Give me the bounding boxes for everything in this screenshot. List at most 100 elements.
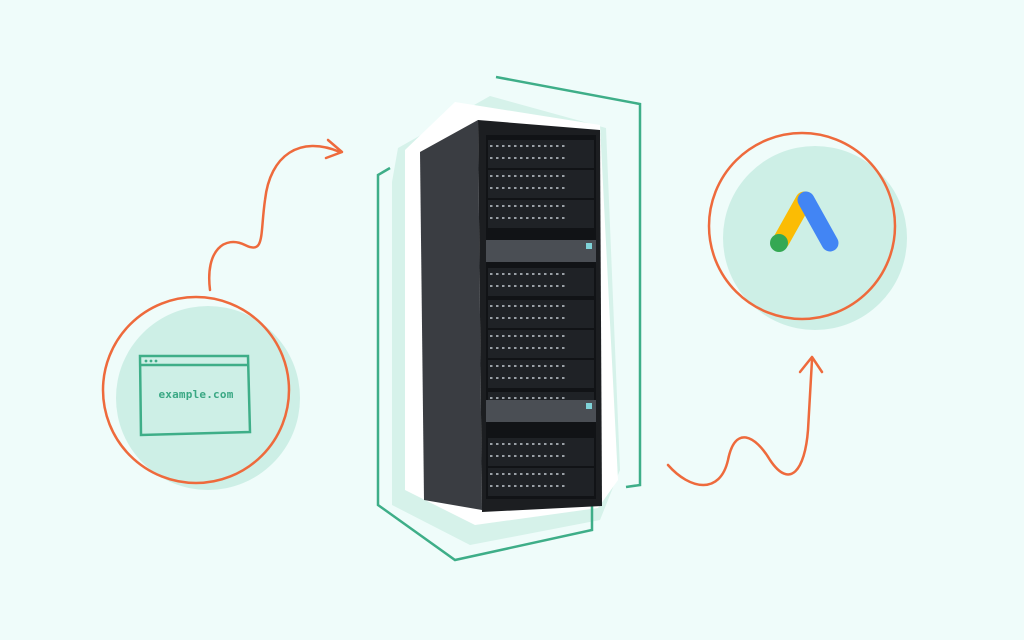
drive-light xyxy=(496,305,499,307)
server-unit xyxy=(488,300,594,328)
drive-light xyxy=(496,285,499,287)
drive-light xyxy=(562,397,565,399)
drive-light xyxy=(538,443,541,445)
drive-light xyxy=(526,347,529,349)
drive-light xyxy=(532,443,535,445)
status-light xyxy=(586,243,592,249)
drive-light xyxy=(490,305,493,307)
drive-light xyxy=(496,175,499,177)
drive-light xyxy=(520,335,523,337)
drive-light xyxy=(562,205,565,207)
drive-light xyxy=(550,455,553,457)
arrow-to-server xyxy=(207,144,342,292)
drive-light xyxy=(556,187,559,189)
drive-light xyxy=(532,335,535,337)
server-unit xyxy=(488,140,594,168)
drive-light xyxy=(556,175,559,177)
drive-light xyxy=(562,305,565,307)
drive-light xyxy=(490,455,493,457)
status-light xyxy=(586,403,592,409)
drive-light xyxy=(562,335,565,337)
drive-light xyxy=(550,397,553,399)
drive-light xyxy=(556,347,559,349)
drive-light xyxy=(508,347,511,349)
drive-light xyxy=(508,187,511,189)
drive-light xyxy=(520,145,523,147)
drive-light xyxy=(526,273,529,275)
drive-light xyxy=(508,455,511,457)
drive-light xyxy=(508,285,511,287)
drive-light xyxy=(502,205,505,207)
drive-light xyxy=(538,145,541,147)
drive-light xyxy=(508,305,511,307)
drive-light xyxy=(550,145,553,147)
drive-light xyxy=(508,377,511,379)
drive-light xyxy=(514,285,517,287)
drive-light xyxy=(556,285,559,287)
drive-light xyxy=(520,273,523,275)
drive-light xyxy=(562,485,565,487)
drive-light xyxy=(550,317,553,319)
browser-window-icon xyxy=(138,354,252,437)
drive-light xyxy=(496,365,499,367)
drive-light xyxy=(520,397,523,399)
arrow-to-ads xyxy=(666,358,814,487)
drive-light xyxy=(538,187,541,189)
drive-light xyxy=(550,305,553,307)
drive-light xyxy=(538,377,541,379)
drive-light xyxy=(490,157,493,159)
drive-light xyxy=(514,473,517,475)
drive-light xyxy=(550,335,553,337)
drive-light xyxy=(496,485,499,487)
drive-light xyxy=(508,175,511,177)
drive-light xyxy=(520,473,523,475)
drive-light xyxy=(508,443,511,445)
drive-light xyxy=(514,205,517,207)
drive-light xyxy=(556,217,559,219)
drive-light xyxy=(526,205,529,207)
drive-light xyxy=(538,473,541,475)
drive-light xyxy=(514,317,517,319)
drive-light xyxy=(496,377,499,379)
drive-light xyxy=(502,473,505,475)
drive-light xyxy=(514,157,517,159)
drive-light xyxy=(562,365,565,367)
drive-light xyxy=(508,365,511,367)
drive-light xyxy=(520,377,523,379)
drive-light xyxy=(508,205,511,207)
drive-light xyxy=(550,205,553,207)
drive-light xyxy=(496,205,499,207)
drive-light xyxy=(520,317,523,319)
drive-light xyxy=(496,157,499,159)
drive-light xyxy=(514,175,517,177)
drive-light xyxy=(544,317,547,319)
drive-light xyxy=(490,473,493,475)
drive-light xyxy=(520,305,523,307)
drive-light xyxy=(562,157,565,159)
drive-light xyxy=(550,285,553,287)
drive-light xyxy=(490,187,493,189)
drive-light xyxy=(538,397,541,399)
drive-light xyxy=(532,145,535,147)
drive-light xyxy=(532,473,535,475)
drive-light xyxy=(538,205,541,207)
drive-light xyxy=(508,335,511,337)
drive-light xyxy=(496,347,499,349)
drive-light xyxy=(502,317,505,319)
drive-light xyxy=(514,365,517,367)
drive-light xyxy=(508,145,511,147)
drive-light xyxy=(550,485,553,487)
drive-light xyxy=(526,157,529,159)
drive-light xyxy=(508,485,511,487)
drive-light xyxy=(490,217,493,219)
drive-light xyxy=(538,455,541,457)
drive-light xyxy=(562,473,565,475)
server-unit xyxy=(488,438,594,466)
drive-light xyxy=(520,347,523,349)
drive-light xyxy=(562,175,565,177)
drive-light xyxy=(526,317,529,319)
drive-light xyxy=(538,217,541,219)
drive-light xyxy=(502,157,505,159)
drive-light xyxy=(520,455,523,457)
